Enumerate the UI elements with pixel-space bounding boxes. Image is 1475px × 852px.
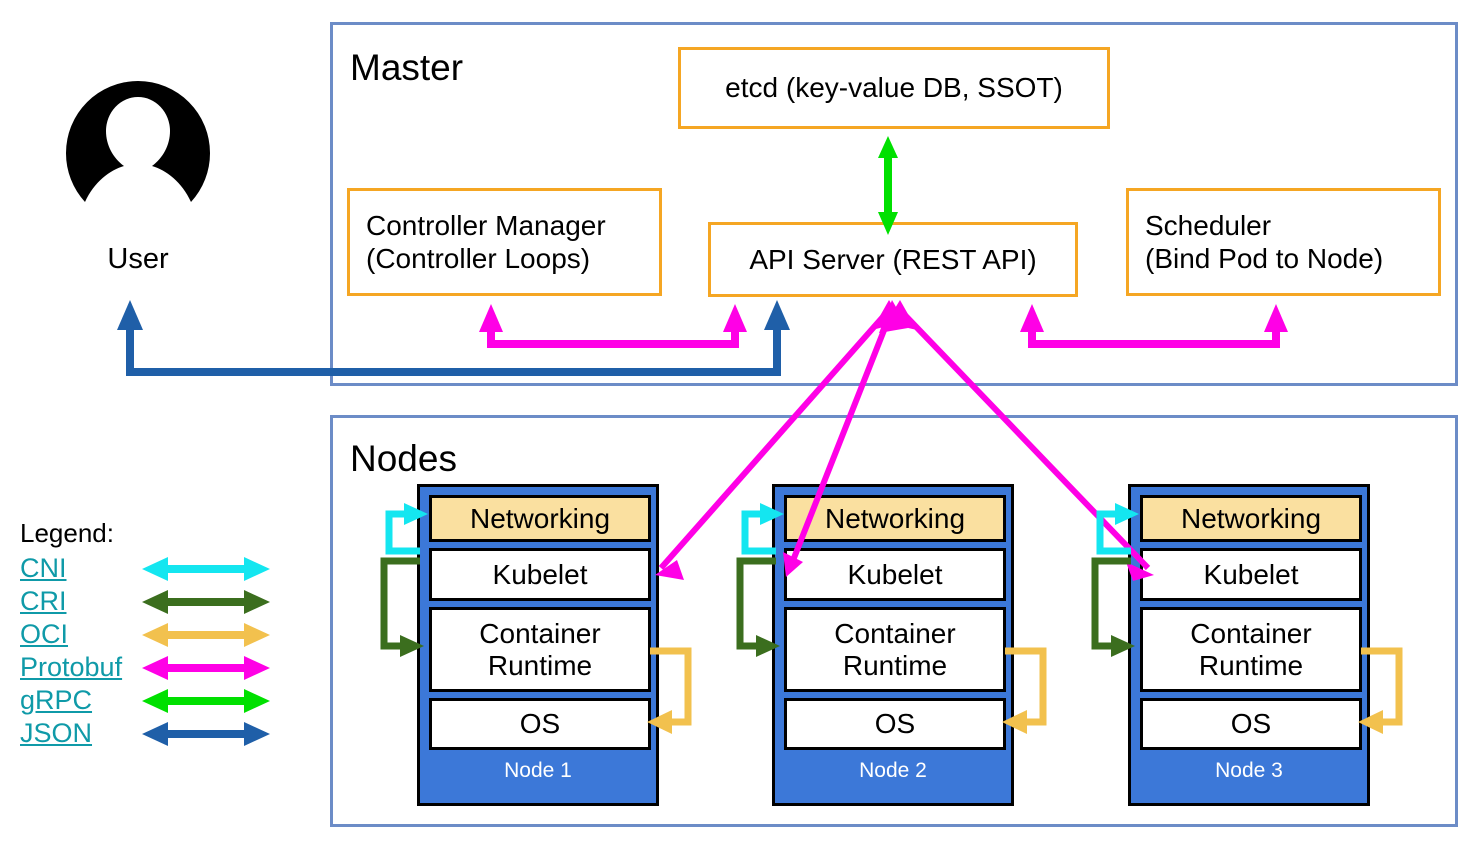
node3-os-layer[interactable]: OS [1140, 698, 1362, 750]
node3-networking-layer[interactable]: Networking [1140, 495, 1362, 542]
node3-os-label: OS [1230, 708, 1272, 740]
node1-footer-label: Node 1 [504, 759, 572, 782]
legend-label-oci[interactable]: OCI [20, 619, 69, 649]
etcd-label: etcd (key-value DB, SSOT) [725, 72, 1063, 104]
node-card-2[interactable]: Networking Kubelet Container Runtime OS … [772, 484, 1014, 806]
legend-row-grpc[interactable]: gRPC [20, 684, 270, 717]
node2-kubelet-label: Kubelet [847, 558, 943, 590]
cni-arrow-icon [142, 556, 270, 581]
cri-arrow-icon [142, 589, 270, 614]
node2-os-layer[interactable]: OS [784, 698, 1006, 750]
user-avatar-icon [65, 81, 211, 202]
legend-label-cri[interactable]: CRI [20, 586, 67, 616]
node3-kubelet-layer[interactable]: Kubelet [1140, 548, 1362, 601]
node2-kubelet-layer[interactable]: Kubelet [784, 548, 1006, 601]
node2-footer-label: Node 2 [859, 759, 927, 782]
legend-label-grpc[interactable]: gRPC [20, 685, 93, 715]
node3-networking-label: Networking [1180, 502, 1322, 534]
node-card-3[interactable]: Networking Kubelet Container Runtime OS … [1128, 484, 1370, 806]
legend-label-json[interactable]: JSON [20, 718, 93, 748]
controller-manager-box[interactable]: Controller Manager (Controller Loops) [347, 188, 662, 296]
node3-kubelet-label: Kubelet [1203, 558, 1299, 590]
scheduler-label: Scheduler (Bind Pod to Node) [1145, 209, 1384, 274]
legend-row-json[interactable]: JSON [20, 717, 270, 750]
node-card-1[interactable]: Networking Kubelet Container Runtime OS … [417, 484, 659, 806]
scheduler-box[interactable]: Scheduler (Bind Pod to Node) [1126, 188, 1441, 296]
legend-row-protobuf[interactable]: Protobuf [20, 651, 270, 684]
node2-os-label: OS [874, 708, 916, 740]
node3-container-runtime-label: Container Runtime [1190, 617, 1312, 681]
legend-row-oci[interactable]: OCI [20, 618, 270, 651]
node2-container-runtime-label: Container Runtime [834, 617, 956, 681]
nodes-group-title: Nodes [350, 438, 457, 479]
node1-networking-label: Networking [469, 502, 611, 534]
node3-container-runtime-layer[interactable]: Container Runtime [1140, 607, 1362, 692]
legend-title: Legend: [20, 518, 114, 548]
node1-kubelet-label: Kubelet [492, 558, 588, 590]
controller-manager-label: Controller Manager (Controller Loops) [366, 209, 606, 274]
legend-row-cni[interactable]: CNI [20, 552, 270, 585]
user-caption: User [107, 243, 169, 275]
protobuf-arrow-icon [142, 655, 270, 680]
oci-arrow-icon [142, 622, 270, 647]
api-server-label: API Server (REST API) [749, 243, 1037, 275]
node2-networking-layer[interactable]: Networking [784, 495, 1006, 542]
node1-os-layer[interactable]: OS [429, 698, 651, 750]
etcd-box[interactable]: etcd (key-value DB, SSOT) [678, 47, 1110, 129]
api-server-box[interactable]: API Server (REST API) [708, 222, 1078, 297]
legend-label-cni[interactable]: CNI [20, 553, 67, 583]
node2-networking-label: Networking [824, 502, 966, 534]
json-arrow-icon [142, 721, 270, 746]
node1-os-label: OS [519, 708, 561, 740]
master-group-title: Master [350, 47, 464, 88]
legend-label-protobuf[interactable]: Protobuf [20, 652, 123, 682]
node2-container-runtime-layer[interactable]: Container Runtime [784, 607, 1006, 692]
node3-footer-label: Node 3 [1215, 759, 1283, 782]
node1-container-runtime-label: Container Runtime [479, 617, 601, 681]
user-avatar [63, 78, 213, 228]
legend-row-cri[interactable]: CRI [20, 585, 270, 618]
legend: Legend: CNI CRI OCI Protobuf [20, 518, 270, 750]
grpc-arrow-icon [142, 688, 270, 713]
node1-kubelet-layer[interactable]: Kubelet [429, 548, 651, 601]
node1-networking-layer[interactable]: Networking [429, 495, 651, 542]
node1-container-runtime-layer[interactable]: Container Runtime [429, 607, 651, 692]
